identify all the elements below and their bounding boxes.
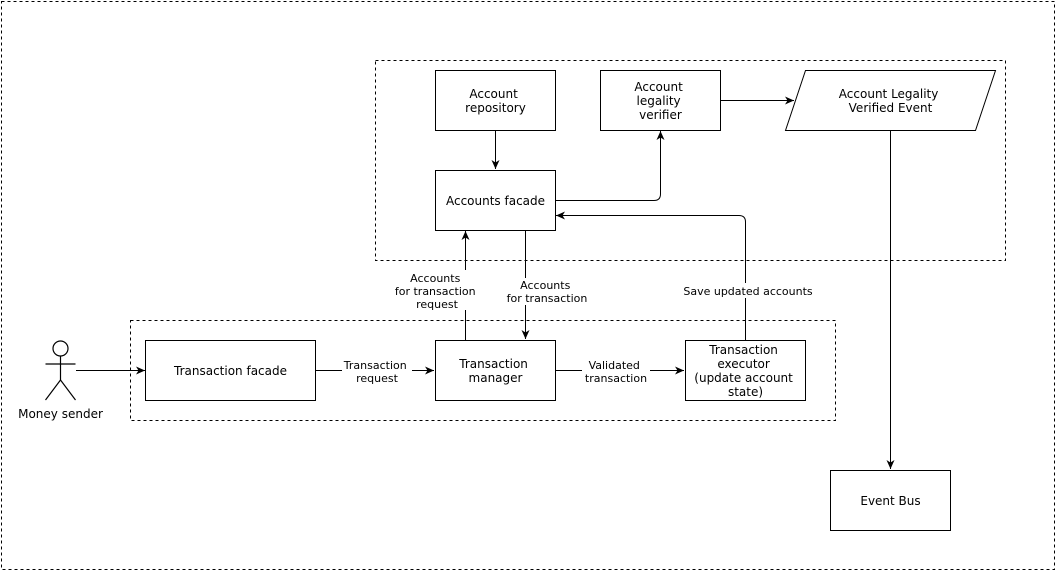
edge-labels: Accounts for transaction request Account… xyxy=(342,270,816,385)
svg-text:Account legality v: Account legality verifier xyxy=(634,80,686,122)
node-event-bus[interactable]: Event Bus xyxy=(830,470,951,531)
node-label-line: manager xyxy=(469,371,523,385)
svg-text:Transaction request: Transaction request xyxy=(343,359,410,385)
label-line: Accounts xyxy=(410,272,460,285)
node-label-line: Accounts facade xyxy=(446,194,545,208)
svg-text:Validated transaction: Validated transaction xyxy=(585,359,647,385)
label-line: request xyxy=(356,372,399,385)
node-account-legality-verifier[interactable]: Account legality verifier xyxy=(600,70,721,131)
node-label-line: Transaction facade xyxy=(173,364,287,378)
label-accounts-for-transaction-request: Accounts for transaction request xyxy=(394,270,486,311)
node-label-line: Event Bus xyxy=(860,494,920,508)
label-line: Accounts xyxy=(520,279,570,292)
node-label-line: Account xyxy=(634,80,683,94)
node-label-line: Transaction xyxy=(458,357,528,371)
node-transaction-facade[interactable]: Transaction facade xyxy=(145,340,316,401)
svg-text:Account Legality Verifie: Account Legality Verified Event xyxy=(839,87,942,115)
svg-text:Accounts for transacti: Accounts for transaction request xyxy=(395,272,479,311)
node-account-repository[interactable]: Account repository xyxy=(435,70,556,131)
svg-text:Accounts facade: Accounts facade xyxy=(446,194,545,208)
node-label-line: legality xyxy=(637,94,681,108)
node-label-line: state) xyxy=(728,385,763,399)
svg-text:Accounts for transacti: Accounts for transaction xyxy=(507,279,588,305)
label-save-updated-accounts: Save updated accounts xyxy=(680,283,816,298)
label-line: Transaction xyxy=(343,359,407,372)
node-label-line: repository xyxy=(465,101,526,115)
actor-money-sender[interactable]: Money sender xyxy=(18,340,103,421)
node-label-line: Account Legality xyxy=(839,87,939,101)
node-label-line: verifier xyxy=(639,108,682,122)
svg-text:Transaction manager: Transaction manager xyxy=(458,357,531,385)
edge-accounts-facade-to-verifier xyxy=(555,131,665,201)
label-line: for transaction xyxy=(507,292,588,305)
stick-figure-icon xyxy=(45,340,76,401)
node-label-line: Account xyxy=(469,87,518,101)
label-line: Save updated accounts xyxy=(683,285,813,298)
node-transaction-manager[interactable]: Transaction manager xyxy=(435,340,556,401)
svg-text:Transaction executor: Transaction executor (update account sta… xyxy=(694,343,796,399)
edges xyxy=(76,96,895,469)
node-transaction-executor[interactable]: Transaction executor (update account sta… xyxy=(685,340,806,401)
label-line: for transaction xyxy=(395,285,476,298)
label-line: Validated xyxy=(589,359,640,372)
label-line: request xyxy=(416,298,459,311)
label-line: transaction xyxy=(585,372,647,385)
node-label-line: executor xyxy=(717,357,770,371)
svg-text:Transaction facade: Transaction facade xyxy=(173,364,287,378)
node-account-legality-verified-event[interactable]: Account Legality Verified Event xyxy=(784,70,997,131)
accounts-module-group xyxy=(375,60,1006,261)
node-label-line: Transaction xyxy=(708,343,778,357)
svg-text:Account repository: Account repository xyxy=(465,87,526,115)
node-accounts-facade[interactable]: Accounts facade xyxy=(435,170,556,231)
label-accounts-for-transaction: Accounts for transaction xyxy=(502,278,592,305)
label-validated-transaction: Validated transaction xyxy=(582,357,650,385)
node-label-line: Verified Event xyxy=(849,101,933,115)
svg-text:Save updated accounts: Save updated accounts xyxy=(683,285,813,298)
actor-label: Money sender xyxy=(18,407,103,421)
label-transaction-request: Transaction request xyxy=(342,357,412,385)
edge-executor-to-accounts-facade xyxy=(556,211,746,340)
node-label-line: (update account xyxy=(694,371,793,385)
svg-text:Event Bus: Event Bus xyxy=(860,494,920,508)
